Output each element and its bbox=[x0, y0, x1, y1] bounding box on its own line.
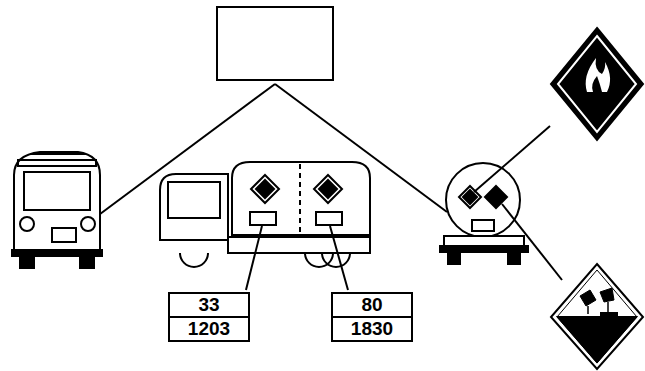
flammable-placard bbox=[551, 28, 643, 140]
leader-line bbox=[474, 126, 550, 192]
van bbox=[12, 152, 102, 268]
blank-plate bbox=[217, 7, 333, 80]
corrosive-placard bbox=[551, 264, 643, 369]
un-number: 1203 bbox=[170, 316, 248, 340]
tank-truck bbox=[160, 162, 370, 290]
leader-line bbox=[502, 204, 562, 280]
hazard-plate: 801830 bbox=[331, 292, 413, 342]
hazard-number: 33 bbox=[170, 294, 248, 316]
hazard-plate: 331203 bbox=[168, 292, 250, 342]
leader-line bbox=[246, 226, 262, 290]
hazard-number: 80 bbox=[333, 294, 411, 316]
leader-line bbox=[330, 226, 348, 290]
un-number: 1830 bbox=[333, 316, 411, 340]
tank-container bbox=[440, 126, 562, 280]
